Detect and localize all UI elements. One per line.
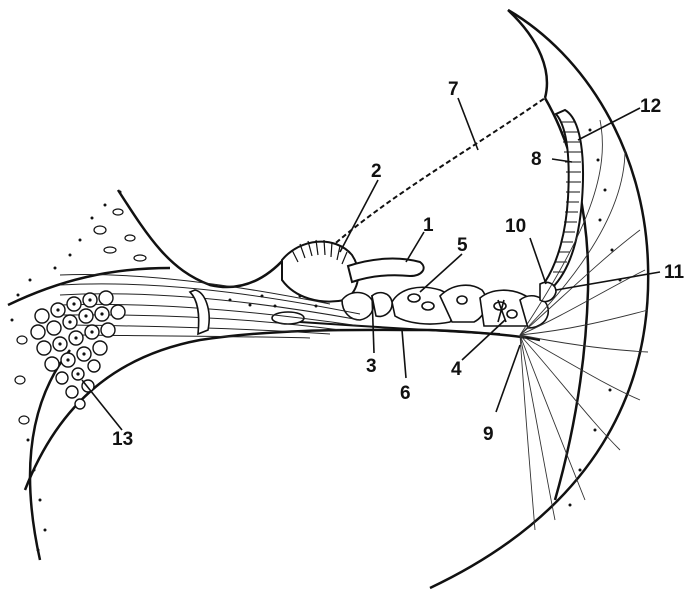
label-8: 8 xyxy=(531,150,542,169)
label-2: 2 xyxy=(371,162,382,181)
label-13: 13 xyxy=(112,430,133,449)
label-3: 3 xyxy=(366,357,377,376)
label-4: 4 xyxy=(451,360,462,379)
label-9: 9 xyxy=(483,425,494,444)
label-12: 12 xyxy=(640,97,661,116)
label-10: 10 xyxy=(505,217,526,236)
tectorial-membrane xyxy=(348,259,424,282)
spiral-limbus xyxy=(282,240,358,302)
stippling-dots xyxy=(11,129,622,552)
label-1: 1 xyxy=(423,216,434,235)
organ-of-corti xyxy=(392,285,548,328)
label-11: 11 xyxy=(664,263,684,282)
label-6: 6 xyxy=(400,384,411,403)
label-5: 5 xyxy=(457,236,468,255)
label-7: 7 xyxy=(448,80,459,99)
basilar-membrane xyxy=(300,322,500,334)
